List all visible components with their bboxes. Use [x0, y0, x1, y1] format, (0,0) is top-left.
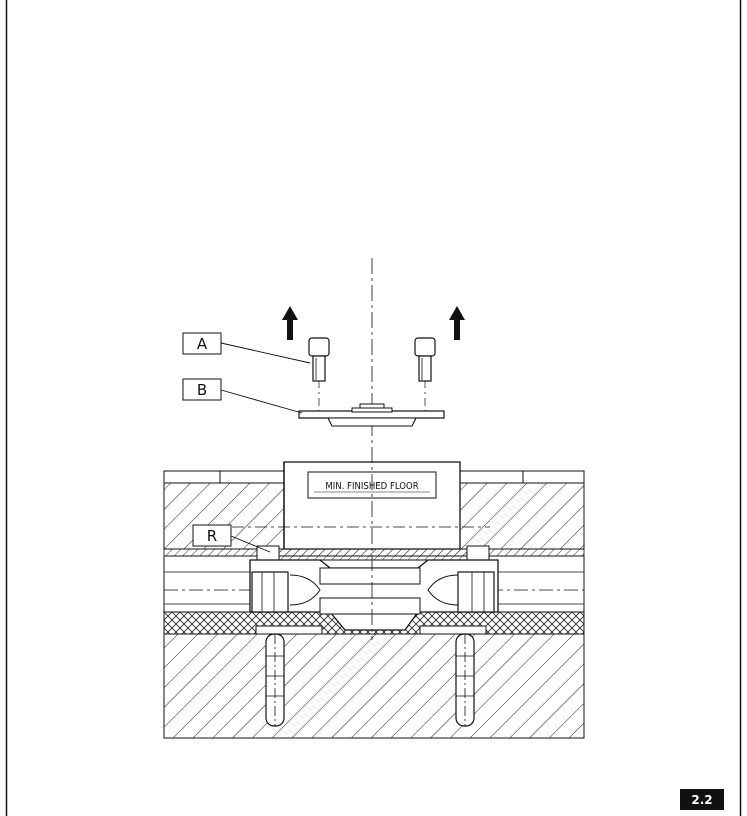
figure-border — [5, 0, 742, 816]
svg-text:A: A — [197, 335, 208, 353]
figure-number-badge: 2.2 — [680, 789, 724, 810]
screw-right — [414, 337, 436, 382]
cover-plate — [298, 403, 445, 427]
callout-r: R — [192, 524, 271, 553]
callout-b: B — [182, 378, 303, 414]
screw-left — [308, 337, 330, 382]
arrow-up-icon — [449, 306, 465, 340]
svg-text:R: R — [207, 527, 217, 545]
svg-text:B: B — [197, 381, 207, 399]
callout-a: A — [182, 332, 311, 364]
arrow-up-icon — [282, 306, 298, 340]
figure-number: 2.2 — [691, 793, 712, 807]
